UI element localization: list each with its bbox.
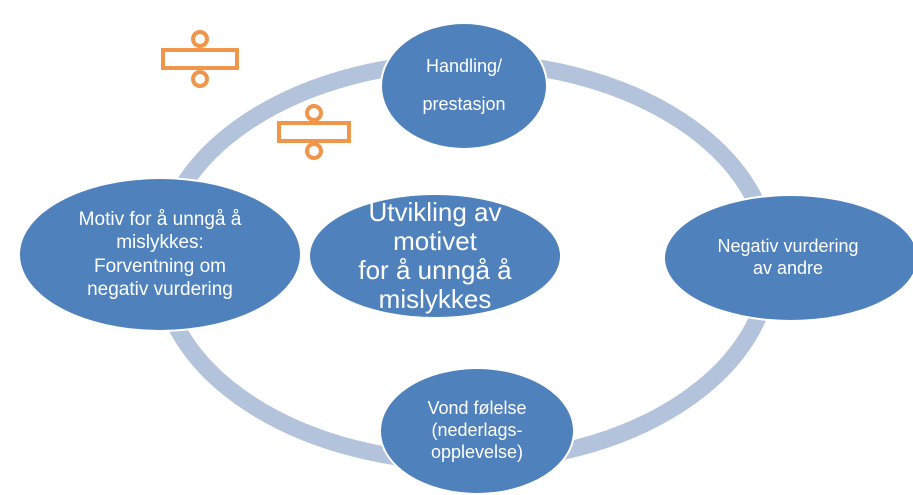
cycle-node-motive: Motiv for å unngå å mislykkes: Forventni… xyxy=(18,177,302,332)
divide-icon xyxy=(161,30,239,88)
divide-icon xyxy=(277,104,351,160)
cycle-node-action-label: Handling/ prestasjon xyxy=(422,56,506,114)
center-node: Utvikling av motivet for å unngå å misly… xyxy=(308,193,562,319)
cycle-node-bad-feeling: Vond følelse (nederlags- opplevelse) xyxy=(379,367,575,495)
cycle-node-negative-evaluation-label: Negativ vurdering av andre xyxy=(717,236,859,278)
cycle-node-action: Handling/ prestasjon xyxy=(380,22,548,150)
cycle-node-negative-evaluation: Negativ vurdering av andre xyxy=(663,194,913,322)
cycle-node-motive-label: Motiv for å unngå å mislykkes: Forventni… xyxy=(78,209,242,300)
center-node-label: Utvikling av motivet for å unngå å misly… xyxy=(358,196,512,315)
cycle-node-bad-feeling-label: Vond følelse (nederlags- opplevelse) xyxy=(427,398,527,462)
